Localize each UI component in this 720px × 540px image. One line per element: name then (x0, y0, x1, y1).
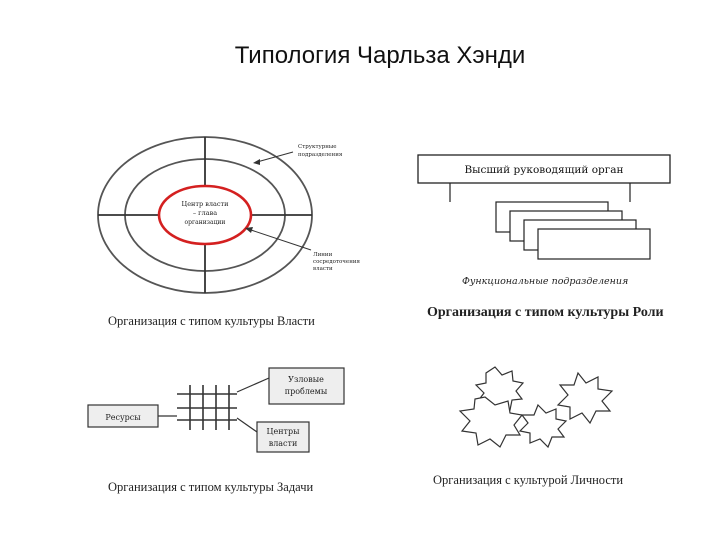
nodes-label: проблемы (285, 387, 328, 396)
nodes-box (268, 367, 345, 405)
struct-label: подразделения (298, 152, 343, 158)
top-box (417, 154, 671, 184)
power-center-ring (157, 184, 253, 246)
link-line (236, 377, 270, 393)
nodes-label: Узловые (288, 375, 324, 384)
power-caption: Организация с типом культуры Власти (108, 314, 315, 328)
link-line (236, 417, 258, 433)
center-label: организации (185, 219, 226, 226)
task-culture-diagram: Ресурсы Узловые проблемы Центры власти (87, 367, 345, 453)
center-label: Центр власти (182, 200, 229, 208)
task-caption: Организация с типом культуры Задачи (108, 480, 314, 494)
pointer-line (256, 151, 294, 163)
struct-label: Структурные (298, 144, 337, 150)
person-caption: Организация с культурой Личности (433, 473, 624, 487)
top-box-label: Высший руководящий орган (464, 164, 623, 176)
person-culture-diagram (458, 366, 614, 449)
role-culture-diagram: Высший руководящий орган Функциональные … (417, 154, 671, 287)
resources-label: Ресурсы (105, 413, 141, 422)
task-grid (177, 385, 237, 430)
lines-label: власти (313, 266, 333, 272)
role-caption: Организация с типом культуры Роли (427, 305, 664, 320)
centers-label: власти (269, 439, 298, 448)
lines-label: Линии (313, 252, 333, 258)
power-culture-diagram: Центр власти – глава организации Структу… (97, 136, 361, 294)
unit-box (537, 228, 651, 260)
centers-box (256, 421, 310, 453)
centers-label: Центры (267, 427, 301, 436)
arrow-head (253, 159, 260, 165)
lines-label: сосредоточения (313, 259, 361, 265)
person-star (556, 371, 614, 425)
pointer-line (250, 229, 312, 251)
slide-title: Типология Чарльза Хэнди (234, 42, 526, 69)
units-label: Функциональные подразделения (462, 276, 628, 287)
center-label: – глава (193, 209, 217, 217)
person-star (518, 403, 568, 449)
person-star (458, 396, 524, 448)
arrow-head (245, 227, 253, 233)
